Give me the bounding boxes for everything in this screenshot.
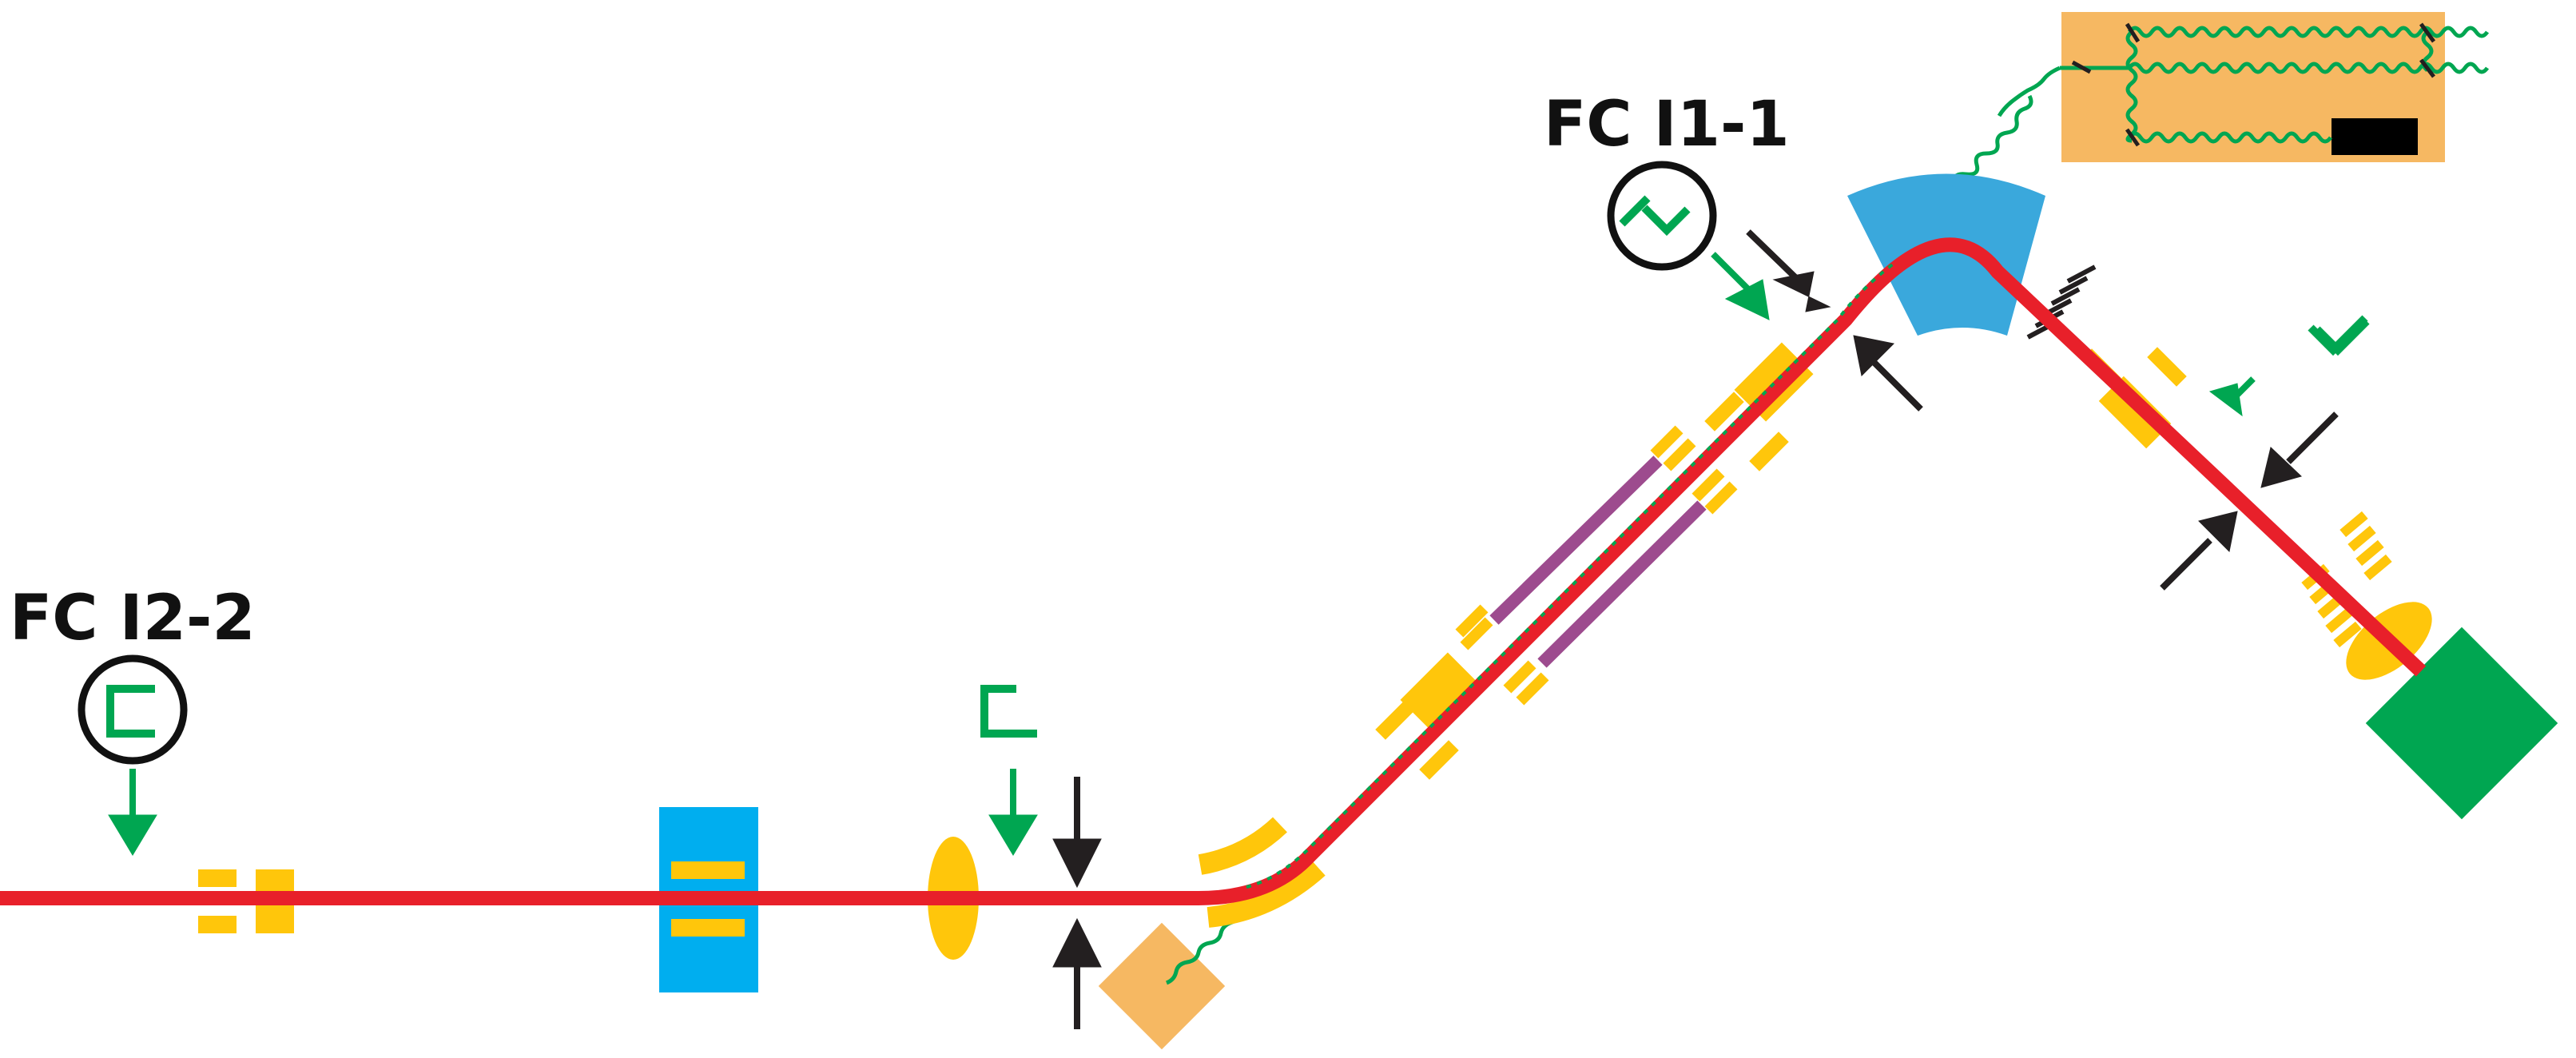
faraday-cup-icon (1619, 195, 1691, 237)
dipole-magnet-icon (1847, 173, 2045, 336)
faraday-cup-icon (106, 685, 155, 738)
beam-path (0, 237, 2427, 905)
fc-i1-1-label: FC I1-1 (1544, 89, 1790, 161)
target (2365, 626, 2558, 820)
laser-block (2332, 118, 2418, 155)
slit-arrow-icon (1052, 229, 2339, 1029)
fc-i2-2-group: FC I2-2 (10, 583, 256, 765)
fc-i2-2-ring (78, 654, 188, 765)
fc-i2-2-label: FC I2-2 (10, 583, 256, 654)
laser-table-lower (1098, 922, 1226, 1050)
beam-arrow-icon (108, 252, 2256, 856)
solenoid (1489, 455, 1707, 668)
fc-i1-1-ring (1607, 161, 1717, 271)
laser-path-icon (1246, 262, 1895, 889)
fc-i1-1-group: FC I1-1 (1544, 89, 1790, 271)
faraday-cup-icon (2314, 318, 2370, 356)
electrostatic-bend (1198, 817, 1326, 928)
laser-path-icon (1997, 26, 2490, 144)
laser-table (1997, 12, 2490, 162)
